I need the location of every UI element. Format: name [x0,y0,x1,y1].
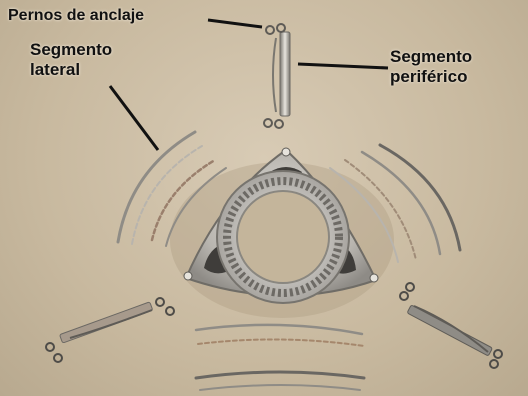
apex-seal-right [400,283,502,368]
label-segmento-periferico: Segmento periférico [390,47,472,87]
side-seals-bottom [196,325,364,390]
label-segmento-lateral: Segmento lateral [30,40,112,80]
label-pernos-de-anclaje: Pernos de anclaje [8,6,144,26]
apex-seal-top [264,24,290,128]
leader-periferico [298,64,388,68]
apex-seal-left [46,298,174,362]
apex-bolt-top [282,148,290,156]
leader-lateral [110,86,158,150]
apex-bolt-right [370,274,378,282]
apex-bolt-left [184,272,192,280]
gear-inner-bore [237,191,329,283]
leader-pernos [208,20,262,27]
